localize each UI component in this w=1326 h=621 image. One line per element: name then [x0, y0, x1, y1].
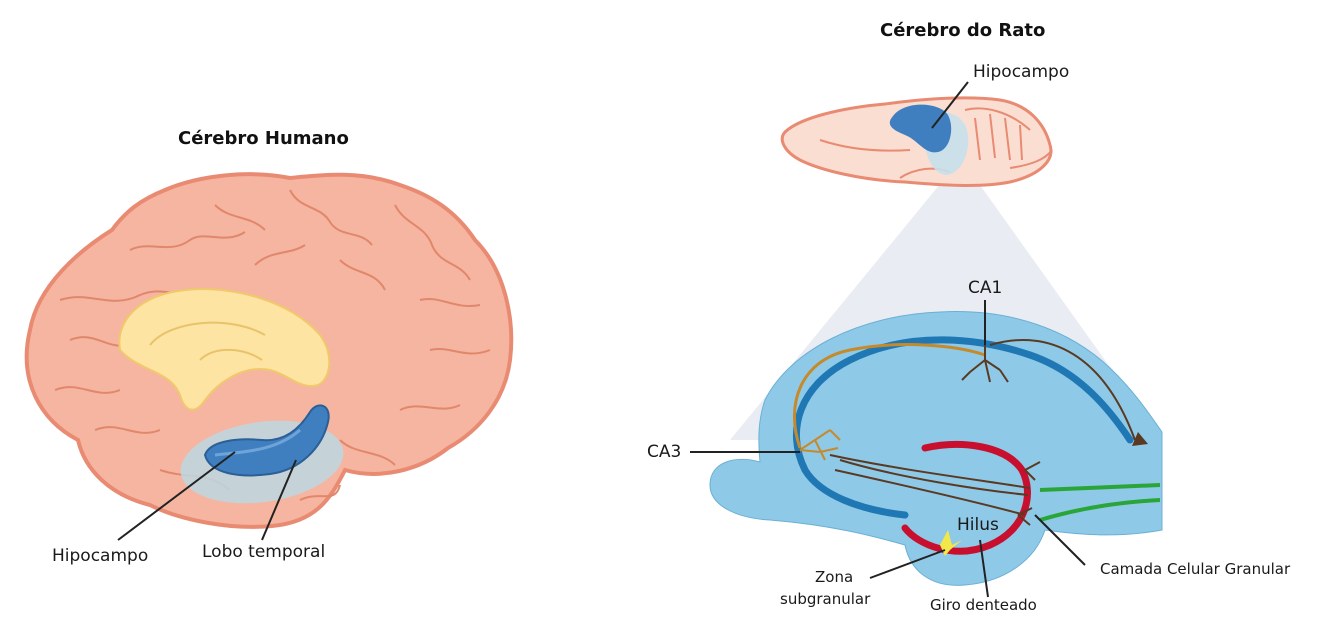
human-brain-title: Cérebro Humano — [178, 128, 349, 149]
temporal-lobe-label: Lobo temporal — [202, 542, 325, 562]
rat-hippocampus-label: Hipocampo — [973, 62, 1069, 82]
human-hippocampus-label: Hipocampo — [52, 546, 148, 566]
rat-brain-title: Cérebro do Rato — [880, 20, 1045, 41]
ca1-label: CA1 — [968, 278, 1002, 298]
human-brain — [27, 174, 512, 540]
subgranular-zone-label-line1: Zona — [815, 568, 853, 586]
subgranular-zone-label-line2: subgranular — [780, 590, 870, 608]
granule-cell-layer-label: Camada Celular Granular — [1100, 560, 1290, 578]
hilus-label: Hilus — [957, 515, 999, 535]
dentate-gyrus-label: Giro denteado — [930, 596, 1037, 614]
ca3-label: CA3 — [647, 442, 681, 462]
